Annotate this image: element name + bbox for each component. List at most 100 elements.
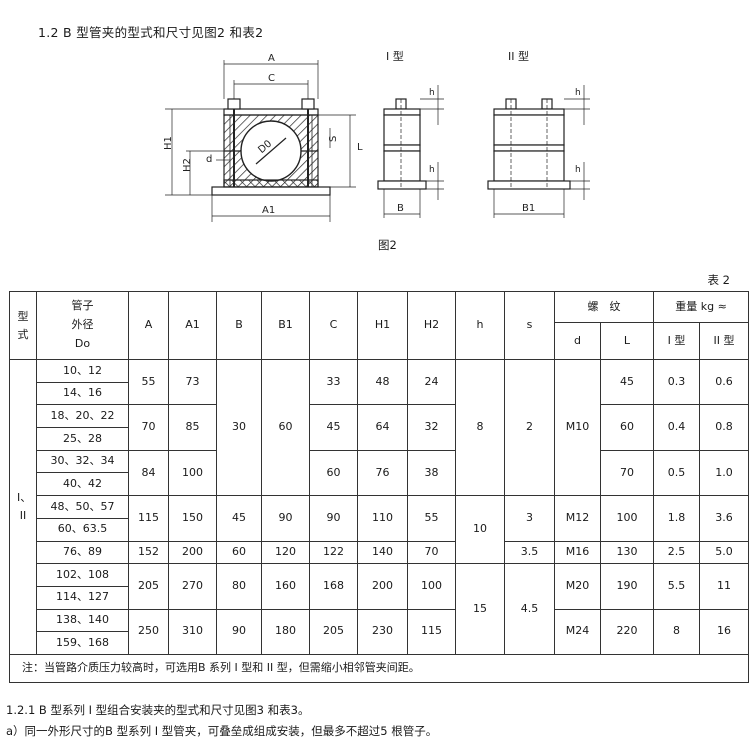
- pipe-cell: 102、108: [36, 563, 129, 587]
- cell-B1: 90: [261, 495, 310, 542]
- dim-H1: H1: [163, 136, 174, 150]
- dim-h-bottom1: h: [429, 165, 435, 175]
- cell-C: 122: [309, 540, 358, 565]
- dim-H2: H2: [182, 158, 193, 172]
- cell-H2: 115: [407, 608, 456, 655]
- cell-A1: 200: [168, 540, 217, 565]
- cell-A: 84: [128, 449, 169, 497]
- pipe-cell: 10、12: [36, 359, 129, 383]
- cell-w2: 5.0: [699, 540, 749, 565]
- type2-side-view: [487, 85, 590, 218]
- cell-L: 220: [600, 608, 654, 655]
- dim-C: C: [268, 73, 275, 84]
- pipe-cell: 25、28: [36, 427, 129, 451]
- cell-A: 115: [128, 495, 169, 542]
- cell-B: 60: [216, 540, 262, 565]
- cell-w1: 8: [653, 608, 700, 655]
- cell-C: 60: [309, 449, 358, 497]
- figure-caption: 图2: [378, 238, 397, 252]
- cell-L: 45: [600, 358, 654, 406]
- cell-B1: 180: [261, 608, 310, 655]
- dim-h-top1: h: [429, 88, 435, 98]
- cell-B: 30: [216, 358, 262, 497]
- cell-w1: 5.5: [653, 563, 700, 610]
- pipe-cell: 60、63.5: [36, 517, 129, 542]
- header-weight-type2: II 型: [699, 322, 749, 360]
- type2-label: II 型: [508, 49, 529, 63]
- cell-H2: 70: [407, 540, 456, 565]
- cell-C: 33: [309, 358, 358, 406]
- cell-L: 70: [600, 449, 654, 497]
- header-C: C: [309, 291, 358, 360]
- dim-h-top2: h: [575, 88, 581, 98]
- cell-w1: 0.5: [653, 449, 700, 497]
- cell-w2: 0.8: [699, 404, 749, 451]
- cell-A1: 100: [168, 449, 217, 497]
- cell-d: M12: [554, 495, 601, 542]
- cell-H1: 48: [357, 358, 408, 406]
- table-title: 表 2: [707, 273, 730, 287]
- cell-w2: 0.6: [699, 358, 749, 406]
- cell-H2: 55: [407, 495, 456, 542]
- cell-A: 250: [128, 608, 169, 655]
- cell-d: M24: [554, 608, 601, 655]
- cell-h: 8: [455, 358, 505, 497]
- dim-A: A: [268, 53, 275, 64]
- cell-d: M10: [554, 358, 601, 497]
- cell-A: 152: [128, 540, 169, 565]
- cell-H1: 230: [357, 608, 408, 655]
- spec-table: 型式 管子 外径 Do A A1 B B1 C H1 H2 h s 螺 纹 重量…: [9, 291, 749, 683]
- header-weight-type1: I 型: [653, 322, 700, 360]
- cell-B: 45: [216, 495, 262, 542]
- dim-d: d: [206, 154, 212, 165]
- cell-A1: 85: [168, 404, 217, 451]
- header-A: A: [128, 291, 169, 360]
- header-H1: H1: [357, 291, 408, 360]
- cell-H2: 32: [407, 404, 456, 451]
- cell-B1: 60: [261, 358, 310, 497]
- pipe-cell: 40、42: [36, 472, 129, 497]
- cell-s: 3: [504, 495, 555, 542]
- cell-A1: 150: [168, 495, 217, 542]
- cell-B: 80: [216, 563, 262, 610]
- cell-w2: 3.6: [699, 495, 749, 542]
- header-B: B: [216, 291, 262, 360]
- pipe-cell: 14、16: [36, 381, 129, 406]
- cell-A: 55: [128, 358, 169, 406]
- cell-H2: 38: [407, 449, 456, 497]
- type1-label: I 型: [386, 49, 404, 63]
- cell-H2: 24: [407, 358, 456, 406]
- cell-A1: 310: [168, 608, 217, 655]
- cell-B1: 160: [261, 563, 310, 610]
- cell-h: 15: [455, 563, 505, 655]
- table-note: 注：当管路介质压力较高时，可选用B 系列 I 型和 II 型，但需缩小相邻管夹间…: [9, 653, 749, 683]
- header-type: 型式: [9, 291, 37, 360]
- header-d: d: [554, 322, 601, 360]
- cell-C: 205: [309, 608, 358, 655]
- cell-H2: 100: [407, 563, 456, 610]
- cell-H1: 140: [357, 540, 408, 565]
- pipe-cell: 30、32、34: [36, 449, 129, 474]
- pipe-cell: 48、50、57: [36, 495, 129, 519]
- dim-B: B: [397, 203, 404, 214]
- cell-s: 3.5: [504, 540, 555, 565]
- header-H2: H2: [407, 291, 456, 360]
- header-thread: 螺 纹: [554, 291, 654, 323]
- cell-B: 90: [216, 608, 262, 655]
- dim-A1: A1: [262, 205, 275, 216]
- header-h: h: [455, 291, 505, 360]
- cell-w1: 0.4: [653, 404, 700, 451]
- cell-d: M20: [554, 563, 601, 610]
- header-L: L: [600, 322, 654, 360]
- cell-H1: 110: [357, 495, 408, 542]
- cell-L: 130: [600, 540, 654, 565]
- cell-H1: 76: [357, 449, 408, 497]
- cell-w1: 1.8: [653, 495, 700, 542]
- cell-s: 2: [504, 358, 555, 497]
- cell-A1: 270: [168, 563, 217, 610]
- cell-A: 205: [128, 563, 169, 610]
- cell-C: 168: [309, 563, 358, 610]
- pipe-cell: 138、140: [36, 608, 129, 633]
- pipe-cell: 76、89: [36, 540, 129, 565]
- cell-h: 10: [455, 495, 505, 565]
